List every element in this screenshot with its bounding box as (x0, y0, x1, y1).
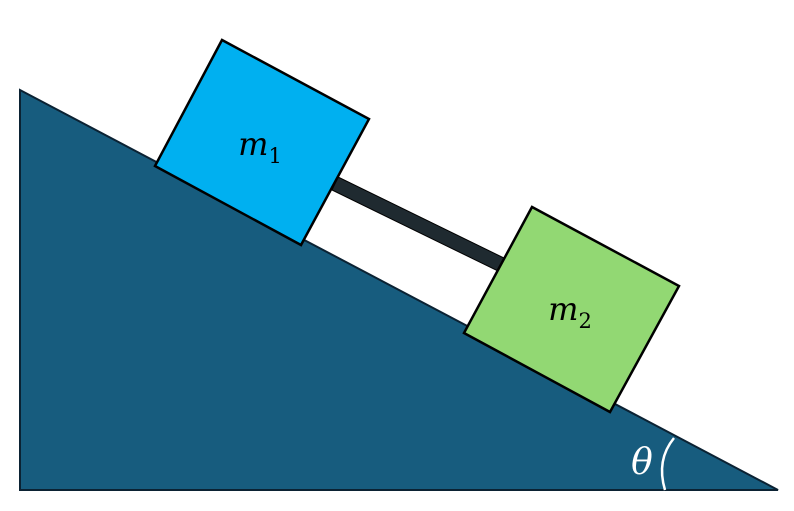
connecting-rod (331, 176, 507, 273)
mass1-subscript: 1 (268, 144, 281, 168)
angle-arc (660, 437, 675, 491)
mass2-label: m2 (548, 290, 592, 333)
mass2-subscript: 2 (578, 309, 591, 333)
mass2-symbol: m (548, 290, 578, 328)
block-m2 (462, 205, 681, 414)
block-m1 (153, 38, 371, 247)
mass1-symbol: m (238, 125, 268, 163)
angle-label: θ (631, 442, 653, 483)
mass1-label: m1 (238, 125, 282, 168)
